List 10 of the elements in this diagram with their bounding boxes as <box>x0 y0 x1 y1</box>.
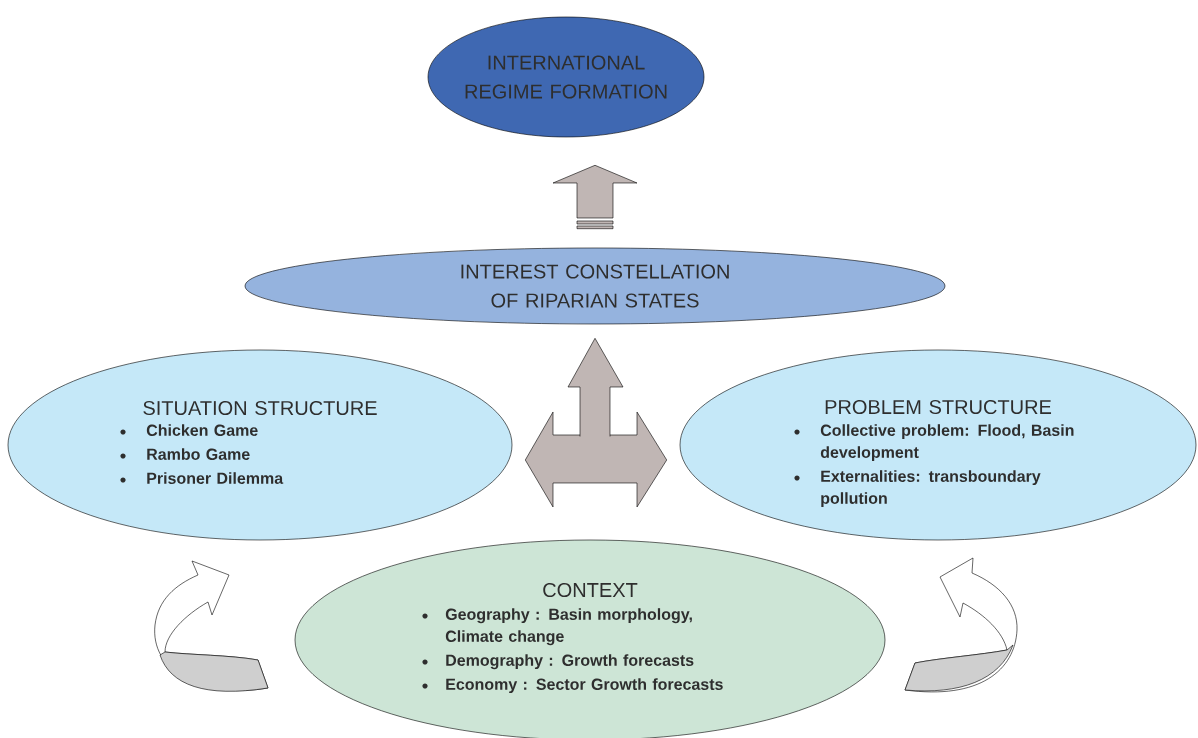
ellipse-node: INTERNATIONAL REGIME FORMATION <box>427 16 705 138</box>
ellipse-node: INTEREST CONSTELLATION OF RIPARIAN STATES <box>244 247 946 325</box>
ellipse-node: PROBLEM STRUCTURE Collective problem: Flood, Basin development Externalities: transboundary pollution <box>679 349 1197 541</box>
curved-arrow <box>904 557 1018 693</box>
ellipse-node: SITUATION STRUCTURE Chicken Game Rambo Game Prisoner Dilemma <box>7 349 513 541</box>
arrow <box>567 338 624 437</box>
double-arrow <box>525 411 667 508</box>
ellipse-node: CONTEXT Geography : Basin morphology, Climate change Demography : Growth forecasts Economy : Sector Growth forecasts <box>294 539 886 738</box>
curved-arrow <box>154 560 269 692</box>
block-arrow <box>552 165 638 229</box>
